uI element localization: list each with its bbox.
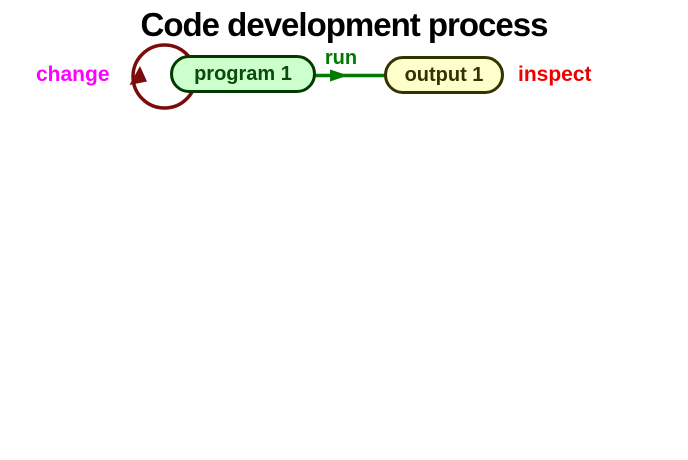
self-loop-arrowhead-icon bbox=[129, 66, 147, 85]
run-edge-label: run bbox=[324, 47, 358, 69]
node-program-1: program 1 bbox=[170, 55, 316, 93]
node-output-1: output 1 bbox=[384, 56, 504, 94]
inspect-annotation-label: inspect bbox=[518, 63, 592, 86]
diagram-title: Code development process bbox=[140, 6, 549, 43]
change-edge-label: change bbox=[36, 63, 110, 86]
run-arrowhead-icon bbox=[330, 69, 348, 82]
node-output-1-label: output 1 bbox=[404, 63, 484, 86]
node-program-1-label: program 1 bbox=[194, 62, 292, 85]
